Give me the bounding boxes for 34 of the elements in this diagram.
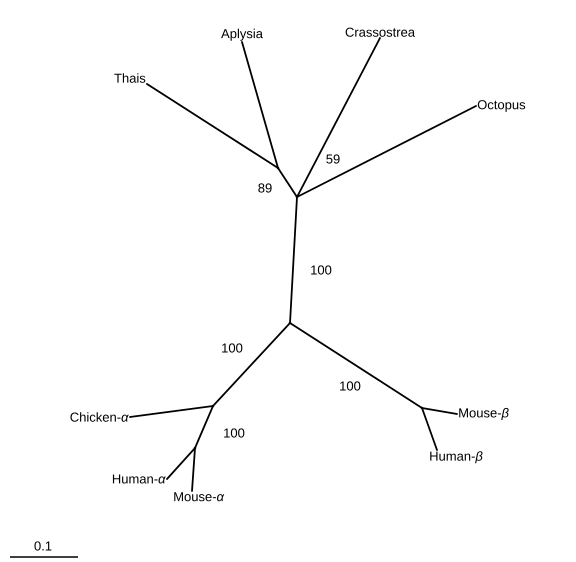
branch-line	[241, 41, 279, 169]
branch-line	[129, 405, 214, 418]
leaf-label: Crassostrea	[346, 28, 416, 37]
leaf-label: Chicken-α	[70, 412, 129, 422]
branch-point	[276, 166, 280, 170]
branch-line	[421, 407, 458, 415]
branch-point	[212, 404, 214, 408]
bootstrap-value: 89	[258, 183, 272, 193]
branch-line	[421, 407, 438, 451]
leaf-label: Aplysia	[221, 28, 263, 41]
leaf-label: Human-α	[112, 474, 166, 484]
bootstrap-value: 100	[224, 428, 244, 438]
leaf-label: Human-β	[430, 451, 482, 464]
branch-line	[212, 322, 291, 407]
branch-line	[146, 83, 279, 169]
branch-line	[296, 105, 477, 198]
bootstrap-value: 59	[326, 154, 340, 164]
branch-line	[289, 196, 298, 324]
bootstrap-value: 100	[340, 381, 360, 391]
branch-line	[166, 447, 196, 480]
bootstrap-value: 100	[311, 265, 332, 275]
branch-line	[289, 322, 423, 409]
leaf-label: Octopus	[478, 100, 526, 112]
branch-line	[296, 37, 381, 198]
branch-line	[277, 167, 298, 198]
branch-line	[194, 405, 214, 449]
scale-label: 0.1	[34, 541, 52, 551]
leaf-label: Mouse-β	[459, 408, 509, 420]
leaf-label: Thais	[114, 73, 146, 83]
branch-point	[194, 446, 196, 450]
branch-point	[420, 406, 424, 410]
bootstrap-value: 100	[222, 343, 242, 353]
branch-line	[191, 447, 196, 492]
leaf-label: Mouse-α	[174, 492, 224, 502]
